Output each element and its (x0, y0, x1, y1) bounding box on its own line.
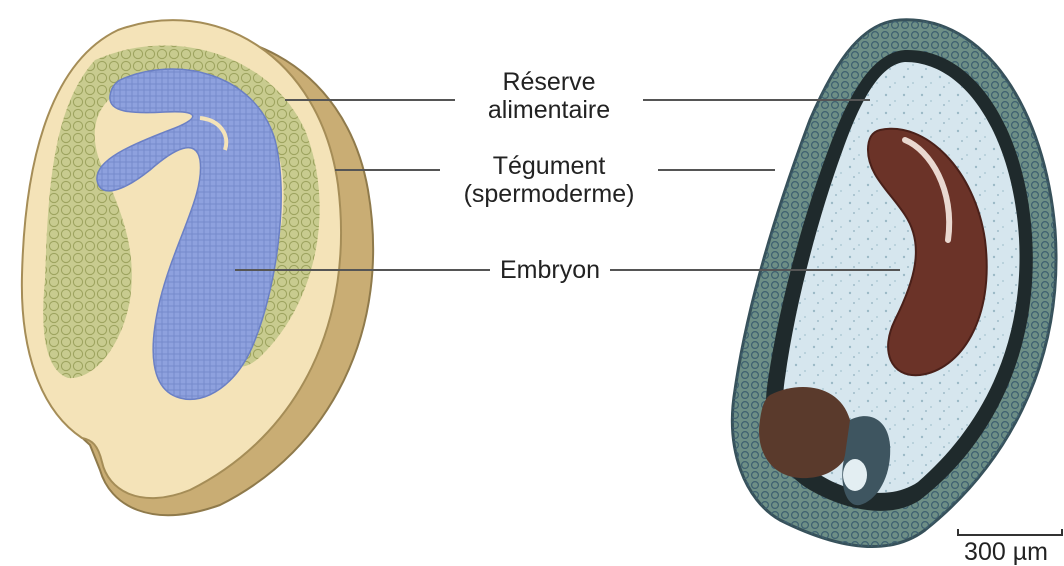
scale-bar-label-text: 300 µm (950, 538, 1062, 566)
seed-drawing (22, 20, 373, 515)
label-embryo-text: Embryon (490, 256, 610, 284)
label-seed-coat-line2: (spermoderme) (440, 180, 658, 208)
label-food-reserve-line2: alimentaire (460, 96, 638, 124)
label-embryo: Embryon (490, 256, 610, 284)
seed-micrograph (732, 20, 1056, 547)
micrograph-hilum-region (759, 387, 852, 478)
micrograph-micropyle (843, 459, 867, 491)
scale-bar (958, 529, 1062, 536)
label-seed-coat: Tégument (spermoderme) (440, 152, 658, 208)
scale-bar-label: 300 µm (950, 538, 1062, 566)
label-seed-coat-line1: Tégument (440, 152, 658, 180)
label-food-reserve: Réserve alimentaire (460, 68, 638, 124)
label-food-reserve-line1: Réserve (460, 68, 638, 96)
